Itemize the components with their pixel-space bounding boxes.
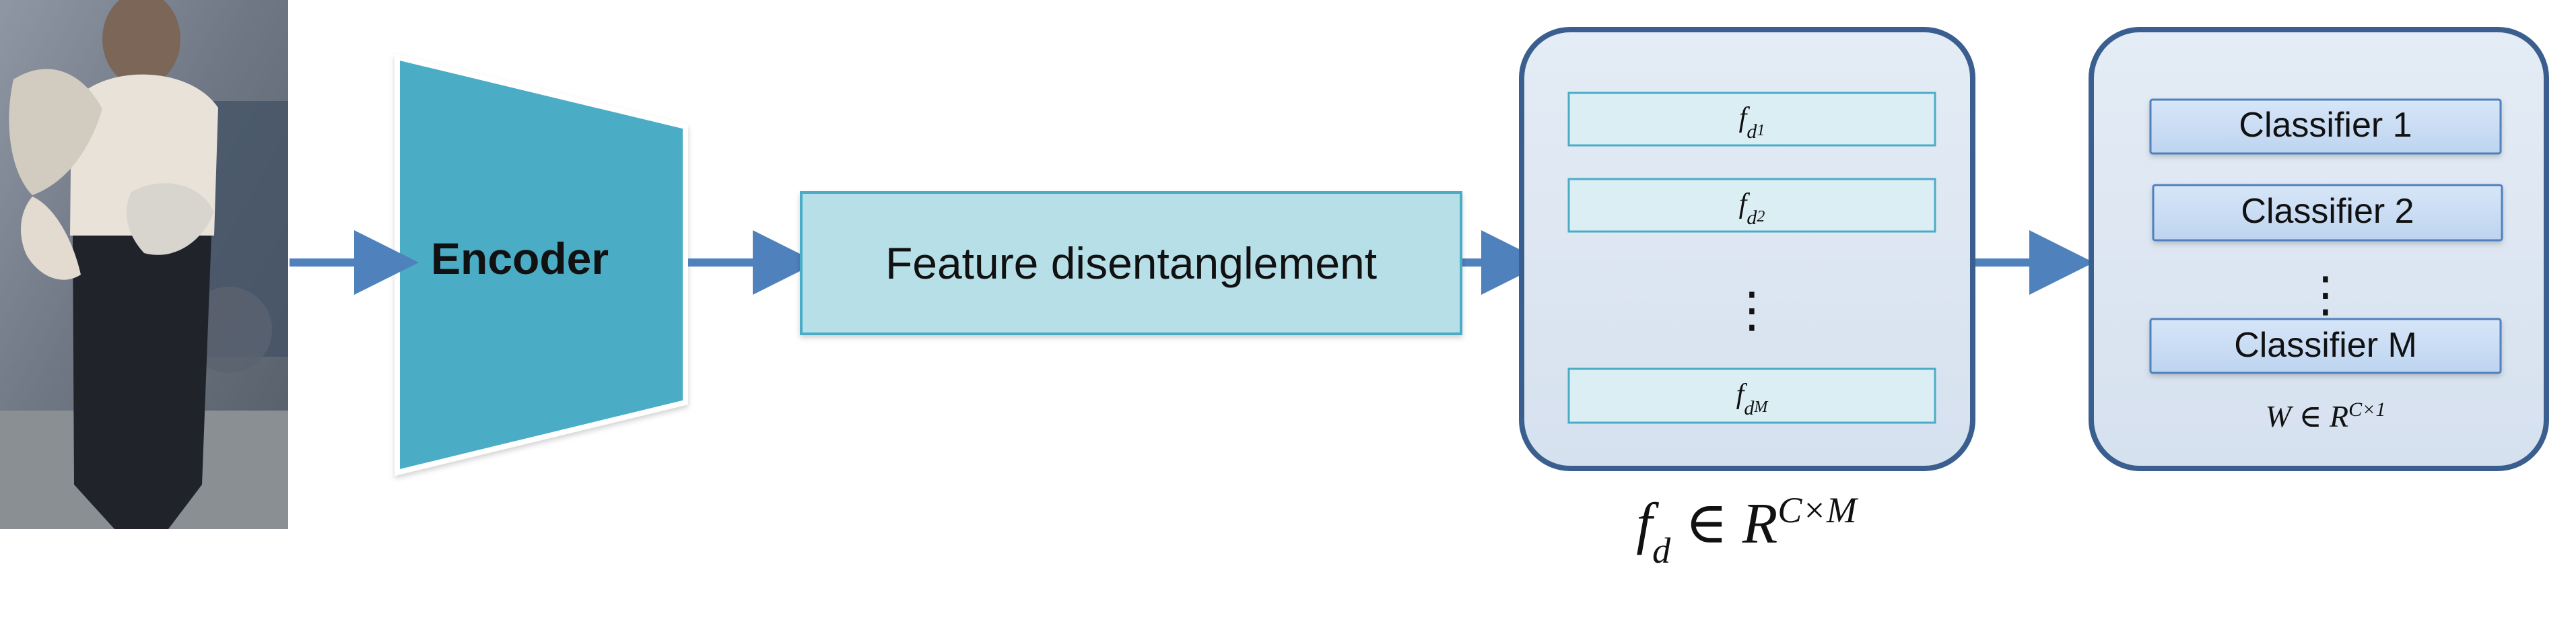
feature-row-1: fd1 — [1567, 92, 1936, 147]
classifier-1: Classifier 1 — [2149, 98, 2502, 155]
classifiers-ellipsis: ⋮ — [2301, 268, 2350, 322]
features-ellipsis: ⋮ — [1728, 283, 1776, 337]
feature-row-2: fd2 — [1567, 178, 1936, 233]
features-caption: fd ∈ RC×M — [1636, 490, 1859, 571]
classifier-m: Classifier M — [2149, 318, 2502, 374]
input-person-image — [0, 0, 288, 529]
classifier-caption: W ∈ RC×1 — [2266, 398, 2386, 434]
encoder-label: Encoder — [431, 234, 609, 283]
feature-disentanglement-label: Feature disentanglement — [885, 238, 1377, 288]
classifier-1-label: Classifier 1 — [2239, 106, 2412, 145]
feature-disentanglement-block: Feature disentanglement — [800, 191, 1462, 335]
feature-row-m: fdM — [1567, 367, 1936, 424]
encoder-block: Encoder — [395, 53, 688, 477]
classifier-m-label: Classifier M — [2234, 326, 2417, 365]
feature-label-2: fd2 — [1739, 188, 1765, 229]
classifier-2-label: Classifier 2 — [2241, 192, 2414, 231]
classifier-2: Classifier 2 — [2152, 184, 2503, 242]
features-panel: fd1 fd2 ⋮ fdM fd ∈ RC×M — [1519, 27, 1975, 571]
classifiers-panel: Classifier 1 Classifier 2 ⋮ Classifier M… — [2089, 27, 2549, 471]
